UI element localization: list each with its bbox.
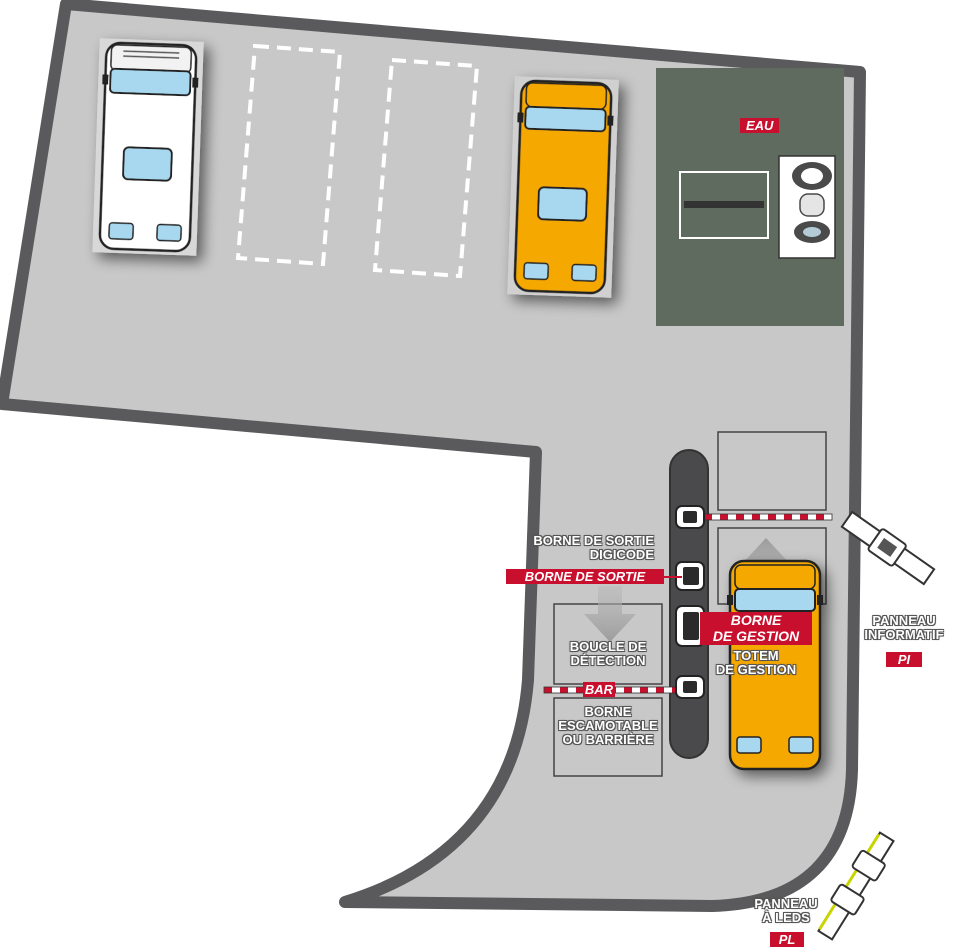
panneau-leds-line: À LEDS — [762, 910, 810, 925]
borne-escamotable-label: BORNE ESCAMOTABLE OU BARRIÈRE — [540, 705, 676, 747]
boucle-detection-line: BOUCLE DE — [569, 639, 647, 654]
borne-gestion-line: BORNE — [730, 612, 782, 628]
panneau-leds-tag: PL — [770, 932, 804, 947]
borne-escamotable-line: BORNE — [584, 704, 632, 719]
terminals — [675, 505, 705, 699]
boucle-detection-label: BOUCLE DE DÉTECTION — [554, 640, 662, 668]
parking-slot — [372, 57, 480, 279]
parking-area — [0, 0, 866, 912]
camping-car-icon — [92, 38, 204, 256]
borne-gestion-tag: BORNE DE GESTION — [700, 612, 812, 645]
borne-escamotable-line: OU BARRIÈRE — [562, 732, 654, 747]
water-service-area — [656, 68, 844, 326]
bar-tag: BAR — [583, 682, 615, 697]
totem-gestion-line: TOTEM — [733, 648, 779, 663]
borne-sortie-digicode-line: DIGICODE — [589, 547, 654, 562]
borne-sortie-tag: BORNE DE SORTIE — [506, 569, 664, 584]
borne-sortie-digicode-line: BORNE DE SORTIE — [533, 533, 654, 548]
borne-sortie-leader-line — [664, 576, 682, 578]
panneau-informatif-line: INFORMATIF — [864, 627, 944, 642]
parking-slot — [235, 43, 343, 267]
info-sign-icon — [840, 510, 936, 586]
boucle-detection-line: DÉTECTION — [570, 653, 646, 668]
arrow-icon — [584, 586, 636, 642]
panneau-leds-label: PANNEAU À LEDS — [736, 897, 836, 925]
borne-escamotable-line: ESCAMOTABLE — [558, 718, 658, 733]
eau-label: EAU — [740, 118, 780, 133]
parking-slots — [235, 43, 480, 279]
panneau-leds-line: PANNEAU — [754, 896, 818, 911]
panneau-informatif-line: PANNEAU — [872, 613, 936, 628]
led-sign-icon — [817, 831, 895, 941]
borne-gestion-line: DE GESTION — [712, 628, 800, 644]
borne-sortie-digicode-label: BORNE DE SORTIE DIGICODE — [502, 534, 654, 562]
panneau-informatif-label: PANNEAU INFORMATIF — [848, 614, 960, 642]
totem-gestion-label: TOTEM DE GESTION — [700, 649, 812, 677]
totem-gestion-line: DE GESTION — [715, 662, 797, 677]
barrier-icon — [701, 513, 833, 521]
camping-car-icon — [507, 76, 619, 298]
panneau-informatif-tag: PI — [886, 652, 922, 667]
water-tap-icon — [778, 155, 836, 259]
